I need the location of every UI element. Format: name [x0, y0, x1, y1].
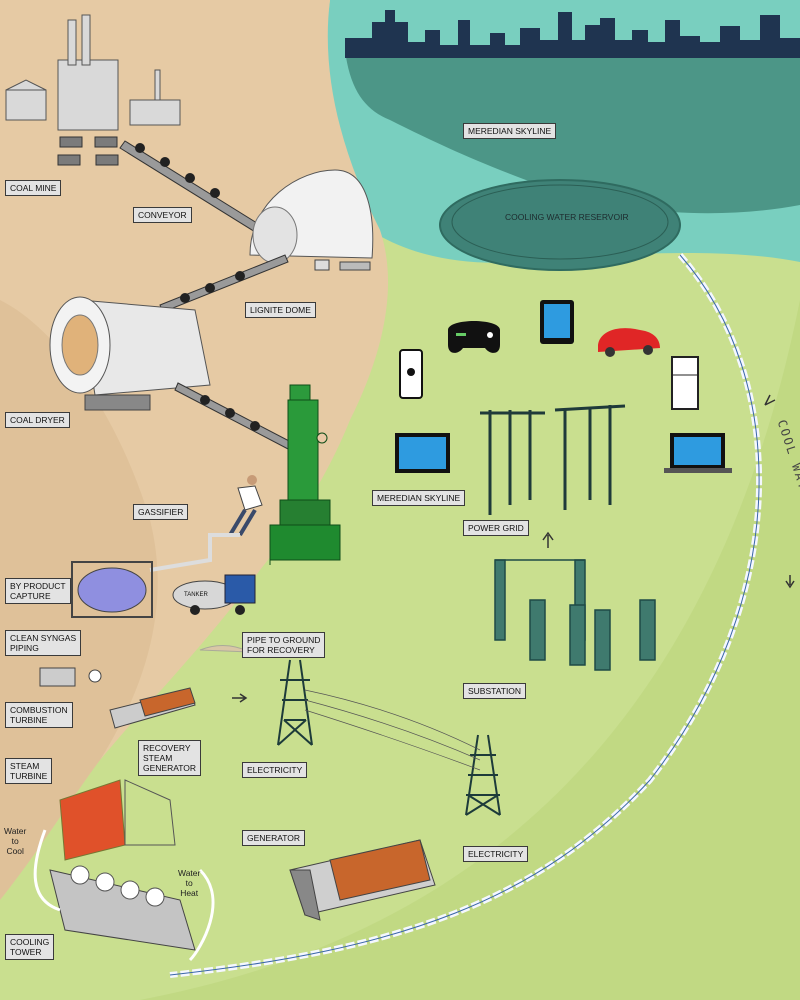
substation — [494, 559, 656, 671]
conveyor-belt-1 — [119, 140, 266, 236]
worker-figure — [228, 475, 263, 537]
label-cooling-water-reservoir: COOLING WATER RESERVOIR — [505, 212, 629, 222]
label-meredian-skyline-top: MEREDIAN SKYLINE — [463, 123, 557, 139]
water-loop-pipes — [33, 829, 215, 962]
deep-water-band — [345, 50, 800, 214]
syngas-pipe — [149, 533, 240, 572]
right-arrow-icon — [232, 693, 248, 703]
label-pipe-to-ground: PIPE TO GROUND FOR RECOVERY — [242, 632, 326, 658]
label-coal-mine: COAL MINE — [5, 180, 62, 196]
combustion-turbine — [39, 667, 102, 687]
lignite-dome — [249, 169, 374, 271]
laptop-icon — [664, 433, 732, 473]
reservoir-shape — [439, 179, 681, 271]
coal-carts — [57, 136, 119, 166]
generator-unit — [289, 839, 436, 921]
conveyor-belt-2 — [159, 254, 289, 313]
gassifier — [269, 384, 341, 565]
label-electricity-1: ELECTRICITY — [242, 762, 308, 778]
label-by-product-capture: BY PRODUCT CAPTURE — [5, 578, 71, 604]
label-gassifier: GASSIFIER — [133, 504, 189, 520]
by-product-capture-tank — [71, 561, 153, 618]
tanker-truck — [172, 574, 256, 615]
label-conveyor: CONVEYOR — [133, 207, 192, 223]
television-icon — [395, 433, 450, 473]
transmission-tower-2 — [465, 734, 501, 816]
sand-shade — [0, 300, 158, 900]
label-clean-syngas-piping: CLEAN SYNGAS PIPING — [5, 630, 82, 656]
label-water-to-heat: Water to Heat — [178, 868, 201, 898]
apple-logo-icon — [407, 368, 415, 376]
label-power-grid: POWER GRID — [463, 520, 529, 536]
label-generator: GENERATOR — [242, 830, 306, 846]
city-skyline — [345, 10, 800, 58]
electric-car-icon — [598, 328, 660, 357]
transmission-tower-1 — [277, 659, 313, 746]
tablet-icon — [540, 300, 574, 344]
refrigerator-icon — [671, 356, 699, 410]
label-substation: SUBSTATION — [463, 683, 527, 699]
label-lignite-dome: LIGNITE DOME — [245, 302, 316, 318]
cool-water-pipe-edge — [169, 254, 760, 976]
label-steam-turbine: STEAM TURBINE — [5, 758, 53, 784]
label-electricity-2: ELECTRICITY — [463, 846, 529, 862]
grass-shade — [140, 300, 800, 1000]
cooling-tower — [49, 865, 196, 951]
label-meredian-skyline-mid: MEREDIAN SKYLINE — [372, 490, 466, 506]
recovery-steam-generator — [109, 687, 196, 729]
coal-dryer — [49, 296, 211, 411]
label-water-to-cool: Water to Cool — [4, 826, 27, 856]
down-arrow-small-icon — [785, 575, 795, 589]
label-coal-dryer: COAL DRYER — [5, 412, 70, 428]
label-tanker: TANKER — [184, 592, 208, 598]
label-recovery-steam-generator: RECOVERY STEAM GENERATOR — [138, 740, 202, 776]
power-grid-poles — [480, 404, 626, 515]
conveyor-belt-3 — [174, 382, 294, 451]
label-cooling-tower: COOLING TOWER — [5, 934, 55, 960]
reservoir-inner-ring — [451, 184, 669, 260]
up-arrow-small-icon — [764, 394, 776, 406]
coal-mine-buildings — [5, 14, 181, 131]
up-arrow-icon — [542, 531, 554, 548]
steam-turbine — [59, 779, 176, 861]
game-controller-icon — [448, 321, 500, 353]
power-lines — [304, 689, 481, 771]
label-combustion-turbine: COMBUSTION TURBINE — [5, 702, 73, 728]
